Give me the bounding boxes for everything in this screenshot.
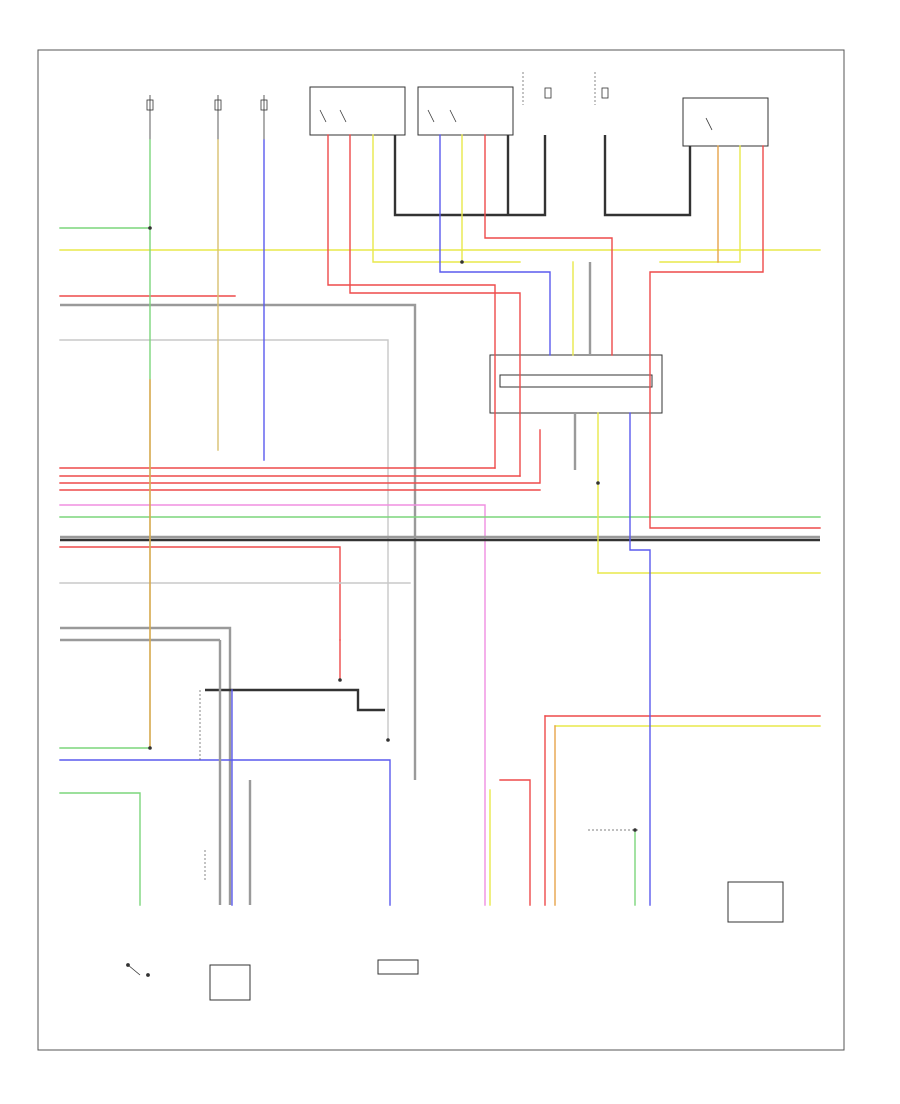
wire-blue bbox=[439, 134, 551, 356]
central-module-inner bbox=[499, 374, 653, 388]
splice-dot bbox=[148, 746, 152, 750]
wire-red bbox=[649, 145, 821, 529]
wire-blue bbox=[59, 759, 391, 906]
central-module bbox=[489, 354, 663, 414]
wires bbox=[59, 134, 821, 906]
splice-dot bbox=[460, 260, 464, 264]
pressure-switch-symbol bbox=[126, 963, 150, 977]
wire-black bbox=[603, 135, 692, 217]
wire-black bbox=[393, 135, 547, 217]
wire-pink bbox=[59, 504, 486, 906]
wire-red bbox=[349, 134, 521, 477]
splice-dot bbox=[633, 828, 637, 832]
wire-yellow bbox=[372, 134, 521, 263]
relay-contacts bbox=[319, 109, 713, 131]
wire-red bbox=[59, 429, 541, 484]
wire-red bbox=[59, 546, 341, 641]
wire-blue bbox=[629, 412, 651, 906]
bottom-connector-center bbox=[377, 959, 419, 975]
relay-box-2 bbox=[417, 86, 514, 136]
wire-yellow bbox=[659, 145, 741, 263]
bottom-connector-left bbox=[209, 964, 251, 1001]
wire-red bbox=[484, 134, 613, 356]
splice-dot bbox=[338, 678, 342, 682]
wire-red bbox=[327, 134, 496, 469]
wire-gray bbox=[60, 303, 417, 780]
wire-red bbox=[499, 779, 531, 906]
wire-ltgray bbox=[59, 339, 389, 741]
dashed-separators bbox=[522, 72, 596, 105]
top-left-fuse-group bbox=[149, 95, 265, 140]
splice-points bbox=[148, 226, 637, 832]
splice-dot bbox=[596, 481, 600, 485]
lower-dashed-lines bbox=[199, 690, 640, 880]
wire-black bbox=[205, 688, 385, 712]
relay-box-1 bbox=[309, 86, 406, 136]
bottom-right-box bbox=[727, 881, 784, 923]
relay-box-3 bbox=[682, 97, 769, 147]
fuse-symbols bbox=[146, 87, 609, 111]
splice-dot bbox=[386, 738, 390, 742]
wire-green bbox=[59, 792, 141, 906]
diagram-frame bbox=[37, 49, 845, 1051]
splice-dot bbox=[148, 226, 152, 230]
wire-gray bbox=[60, 626, 232, 905]
